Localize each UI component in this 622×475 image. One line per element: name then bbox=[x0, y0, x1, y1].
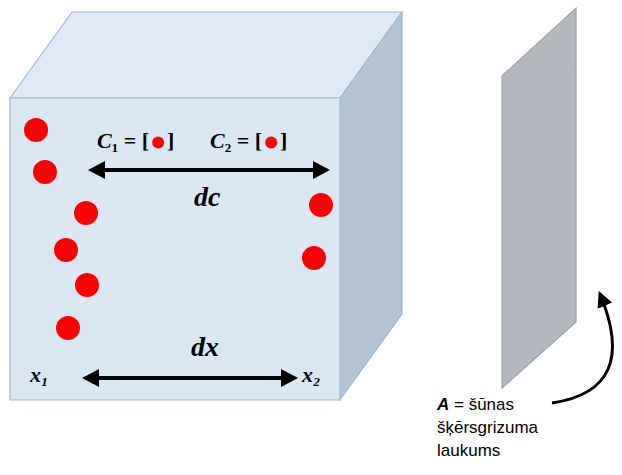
position-label: x₁ bbox=[30, 362, 49, 388]
bracket-close: ] bbox=[167, 128, 174, 154]
distance-difference: dx bbox=[191, 330, 219, 364]
position-label: x₂ bbox=[302, 362, 321, 388]
concentration-dot bbox=[152, 137, 164, 149]
molecule-dot bbox=[56, 316, 80, 340]
concentration-dot bbox=[265, 137, 277, 149]
dx-arrow bbox=[82, 369, 298, 387]
cube-side-face bbox=[340, 12, 402, 400]
cube-front-face bbox=[10, 98, 340, 400]
arrow-shaft bbox=[94, 376, 286, 380]
arrow-head bbox=[88, 161, 105, 179]
molecule-dot bbox=[33, 160, 57, 184]
molecule-dot bbox=[75, 273, 99, 297]
molecule-group bbox=[24, 118, 333, 340]
molecule-dot bbox=[74, 201, 98, 225]
arrow-head bbox=[281, 369, 298, 387]
arrow-head bbox=[313, 161, 330, 179]
molecule-dot bbox=[309, 193, 333, 217]
arrow-head bbox=[82, 369, 99, 387]
concentration-label: C₁ = [ bbox=[97, 128, 149, 154]
cube-top-face bbox=[10, 12, 402, 98]
area-note: A = šūnas šķērsgrizuma laukums bbox=[437, 394, 582, 463]
concentration-difference: dc bbox=[194, 180, 220, 214]
molecule-dot bbox=[54, 238, 78, 262]
concentration-label: C₂ = [ bbox=[210, 128, 262, 154]
arrow-shaft bbox=[100, 168, 318, 172]
molecule-dot bbox=[24, 118, 48, 142]
cross-section-plane bbox=[502, 8, 576, 388]
curved-pointer bbox=[552, 294, 613, 403]
dc-arrow bbox=[88, 161, 330, 179]
molecule-dot bbox=[302, 246, 326, 270]
bracket-close: ] bbox=[280, 128, 287, 154]
